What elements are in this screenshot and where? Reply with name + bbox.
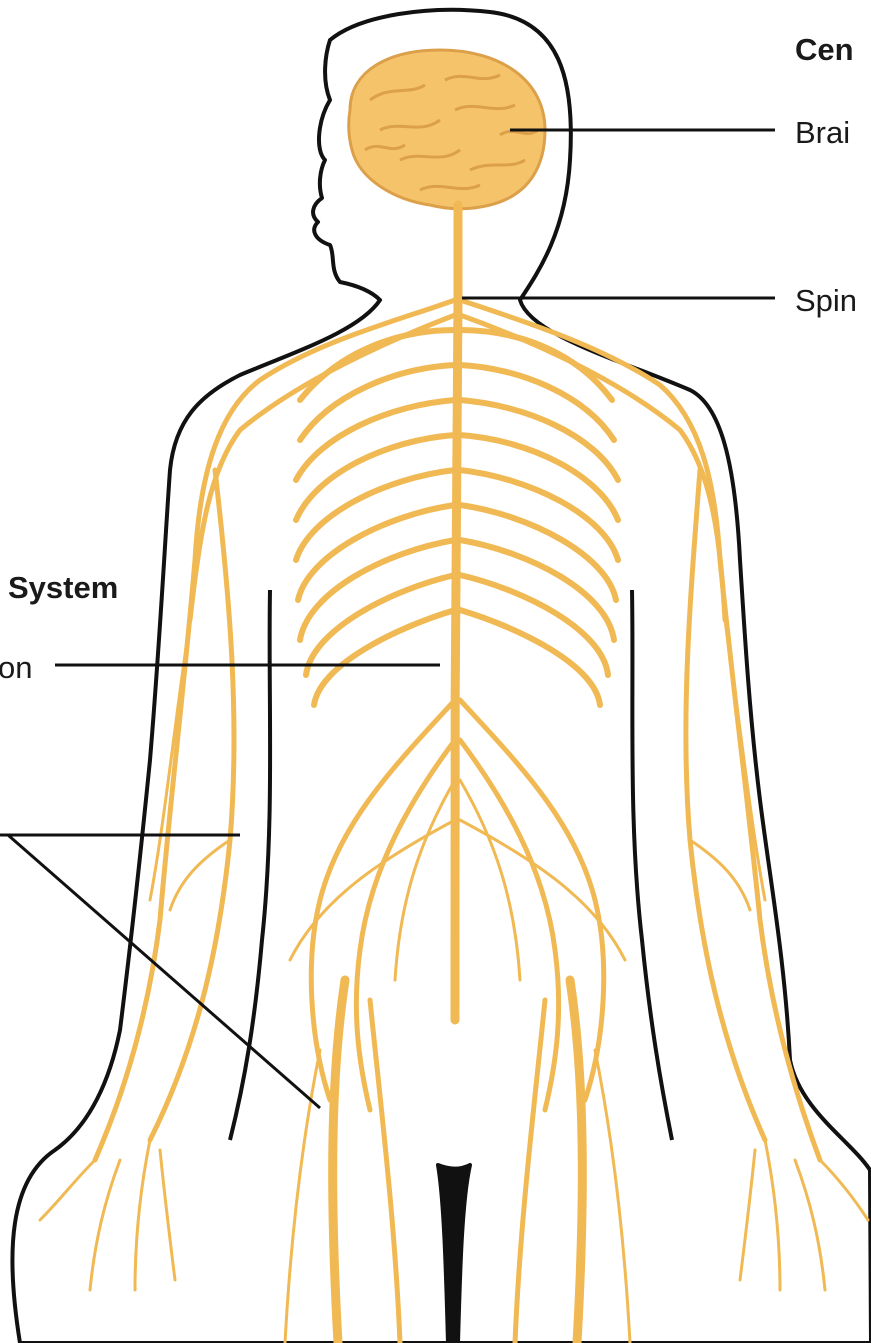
brain-label: Brai: [795, 115, 850, 150]
cns-heading: Cen: [795, 32, 854, 67]
pns-heading: System: [8, 570, 118, 605]
spinal-cord-label: Spin: [795, 283, 857, 318]
ganglion-label: on: [0, 650, 32, 685]
body-outline: [12, 10, 871, 1343]
